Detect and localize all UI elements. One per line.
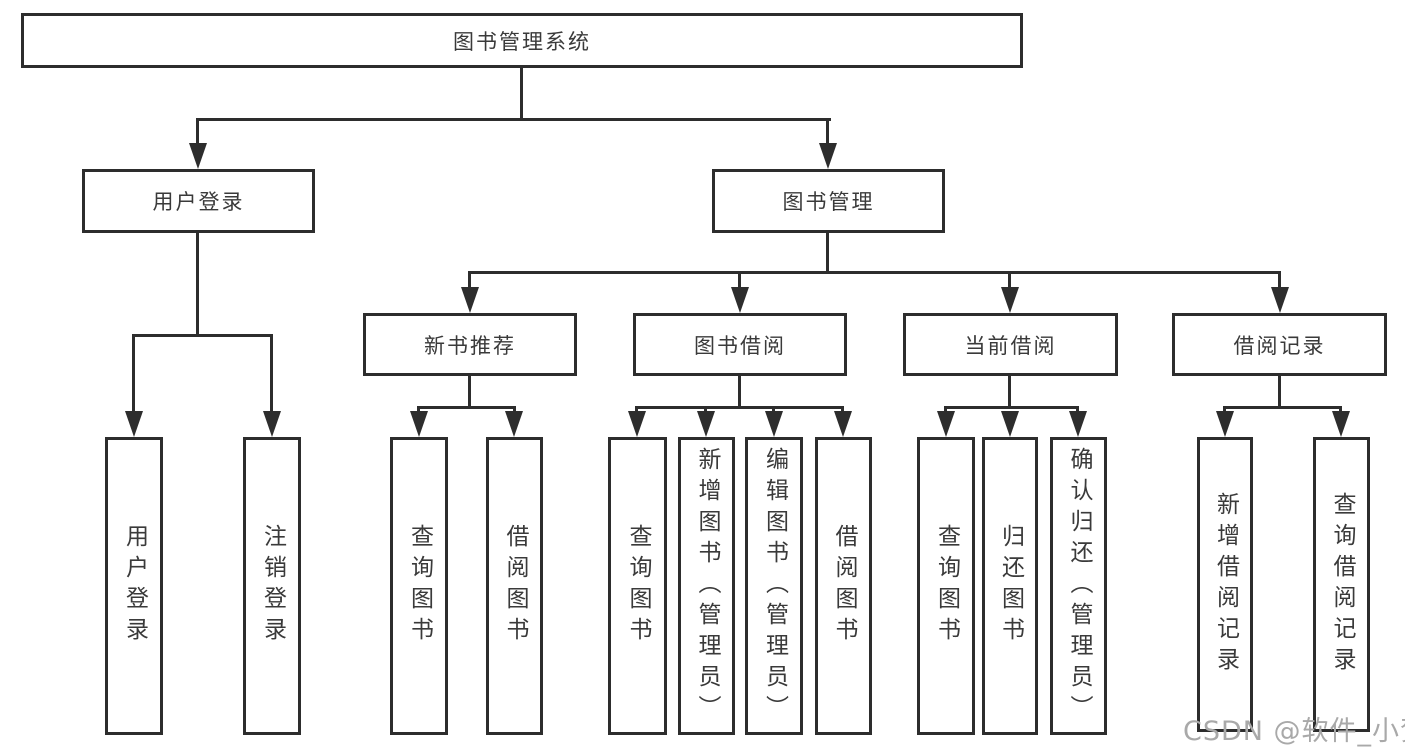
connector-borrow-drop-2 xyxy=(704,406,707,414)
leaf-label: 查询借阅记录 xyxy=(1329,491,1355,678)
arrow-down-icon xyxy=(834,411,852,437)
connector-recommend-drop-2 xyxy=(513,406,516,414)
arrow-down-icon xyxy=(1001,411,1019,437)
connector-recommend-drop-1 xyxy=(417,406,420,414)
arrow-down-icon xyxy=(189,143,207,169)
leaf-query-books-recommend: 查询图书 xyxy=(390,437,448,735)
connector-current-drop-1 xyxy=(944,406,947,414)
connector-root-drop-left xyxy=(196,118,199,148)
leaf-label: 新增图书（管理员） xyxy=(694,446,720,726)
node-new-book-recommend-label: 新书推荐 xyxy=(424,333,516,358)
leaf-label: 借阅图书 xyxy=(831,524,857,648)
leaf-label: 编辑图书（管理员） xyxy=(761,446,788,726)
connector-borrow-stem xyxy=(738,376,741,409)
node-borrow-records: 借阅记录 xyxy=(1172,313,1387,376)
leaf-label: 查询图书 xyxy=(406,524,433,648)
connector-user-drop-2 xyxy=(270,334,273,414)
node-book-borrow-label: 图书借阅 xyxy=(694,333,786,358)
leaf-label: 借阅图书 xyxy=(502,524,528,648)
arrow-down-icon xyxy=(937,411,955,437)
arrow-down-icon xyxy=(1271,287,1289,313)
connector-borrow-drop-1 xyxy=(635,406,638,414)
arrow-down-icon xyxy=(263,411,281,437)
connector-borrow-drop-4 xyxy=(841,406,844,414)
node-root: 图书管理系统 xyxy=(21,13,1023,68)
leaf-add-books-admin: 新增图书（管理员） xyxy=(678,437,735,735)
leaf-edit-books-admin: 编辑图书（管理员） xyxy=(745,437,803,735)
connector-mgmt-drop-4 xyxy=(1278,271,1281,289)
leaf-label: 确认归还（管理员） xyxy=(1066,446,1092,726)
leaf-query-books-borrow: 查询图书 xyxy=(608,437,667,735)
connector-user-stem xyxy=(196,233,199,337)
node-current-borrow: 当前借阅 xyxy=(903,313,1118,376)
connector-recommend-bar xyxy=(417,406,516,409)
connector-mgmt-drop-3 xyxy=(1008,271,1011,289)
node-user-login: 用户登录 xyxy=(82,169,315,233)
leaf-label: 查询图书 xyxy=(933,524,960,648)
arrow-down-icon xyxy=(731,287,749,313)
leaf-label: 用户登录 xyxy=(121,524,148,648)
connector-records-bar xyxy=(1223,406,1342,409)
leaf-confirm-return-admin: 确认归还（管理员） xyxy=(1050,437,1107,735)
leaf-label: 新增借阅记录 xyxy=(1212,491,1239,678)
connector-current-stem xyxy=(1008,376,1011,409)
connector-root-bar xyxy=(196,118,831,121)
leaf-query-borrow-record: 查询借阅记录 xyxy=(1313,437,1370,732)
arrow-down-icon xyxy=(1332,411,1350,437)
connector-borrow-bar xyxy=(635,406,844,409)
connector-borrow-drop-3 xyxy=(772,406,775,414)
watermark: CSDN @软件_小贺同学 xyxy=(1183,716,1405,747)
leaf-borrow-books: 借阅图书 xyxy=(815,437,872,735)
connector-mgmt-drop-2 xyxy=(738,271,741,289)
arrow-down-icon xyxy=(819,143,837,169)
leaf-return-books: 归还图书 xyxy=(982,437,1038,735)
connector-current-bar xyxy=(944,406,1079,409)
node-user-login-label: 用户登录 xyxy=(152,190,245,214)
arrow-down-icon xyxy=(765,411,783,437)
node-borrow-records-label: 借阅记录 xyxy=(1233,333,1326,358)
arrow-down-icon xyxy=(461,287,479,313)
connector-root-drop-right xyxy=(826,118,829,148)
arrow-down-icon xyxy=(1216,411,1234,437)
node-new-book-recommend: 新书推荐 xyxy=(363,313,577,376)
node-book-management: 图书管理 xyxy=(712,169,945,233)
arrow-down-icon xyxy=(1069,411,1087,437)
connector-recommend-stem xyxy=(468,376,471,409)
connector-user-drop-1 xyxy=(132,334,135,414)
node-root-label: 图书管理系统 xyxy=(453,29,591,54)
node-current-borrow-label: 当前借阅 xyxy=(964,333,1057,358)
leaf-label: 归还图书 xyxy=(997,524,1024,648)
connector-mgmt-drop-1 xyxy=(468,271,471,289)
leaf-query-books-current: 查询图书 xyxy=(917,437,975,735)
arrow-down-icon xyxy=(1001,287,1019,313)
arrow-down-icon xyxy=(628,411,646,437)
leaf-add-borrow-record: 新增借阅记录 xyxy=(1197,437,1253,732)
connector-current-drop-3 xyxy=(1076,406,1079,414)
connector-mgmt-stem xyxy=(826,233,829,273)
arrow-down-icon xyxy=(410,411,428,437)
arrow-down-icon xyxy=(125,411,143,437)
leaf-label: 注销登录 xyxy=(259,524,286,648)
node-book-borrow: 图书借阅 xyxy=(633,313,847,376)
arrow-down-icon xyxy=(505,411,523,437)
connector-user-bar xyxy=(132,334,273,337)
node-book-management-label: 图书管理 xyxy=(782,190,875,214)
leaf-borrow-books-recommend: 借阅图书 xyxy=(486,437,543,735)
leaf-user-login: 用户登录 xyxy=(105,437,163,735)
connector-records-stem xyxy=(1278,376,1281,409)
connector-records-drop-2 xyxy=(1339,406,1342,414)
connector-root-stem xyxy=(520,68,523,119)
connector-records-drop-1 xyxy=(1223,406,1226,414)
leaf-label: 查询图书 xyxy=(625,524,651,648)
leaf-logout: 注销登录 xyxy=(243,437,301,735)
arrow-down-icon xyxy=(697,411,715,437)
connector-mgmt-bar xyxy=(468,271,1281,274)
